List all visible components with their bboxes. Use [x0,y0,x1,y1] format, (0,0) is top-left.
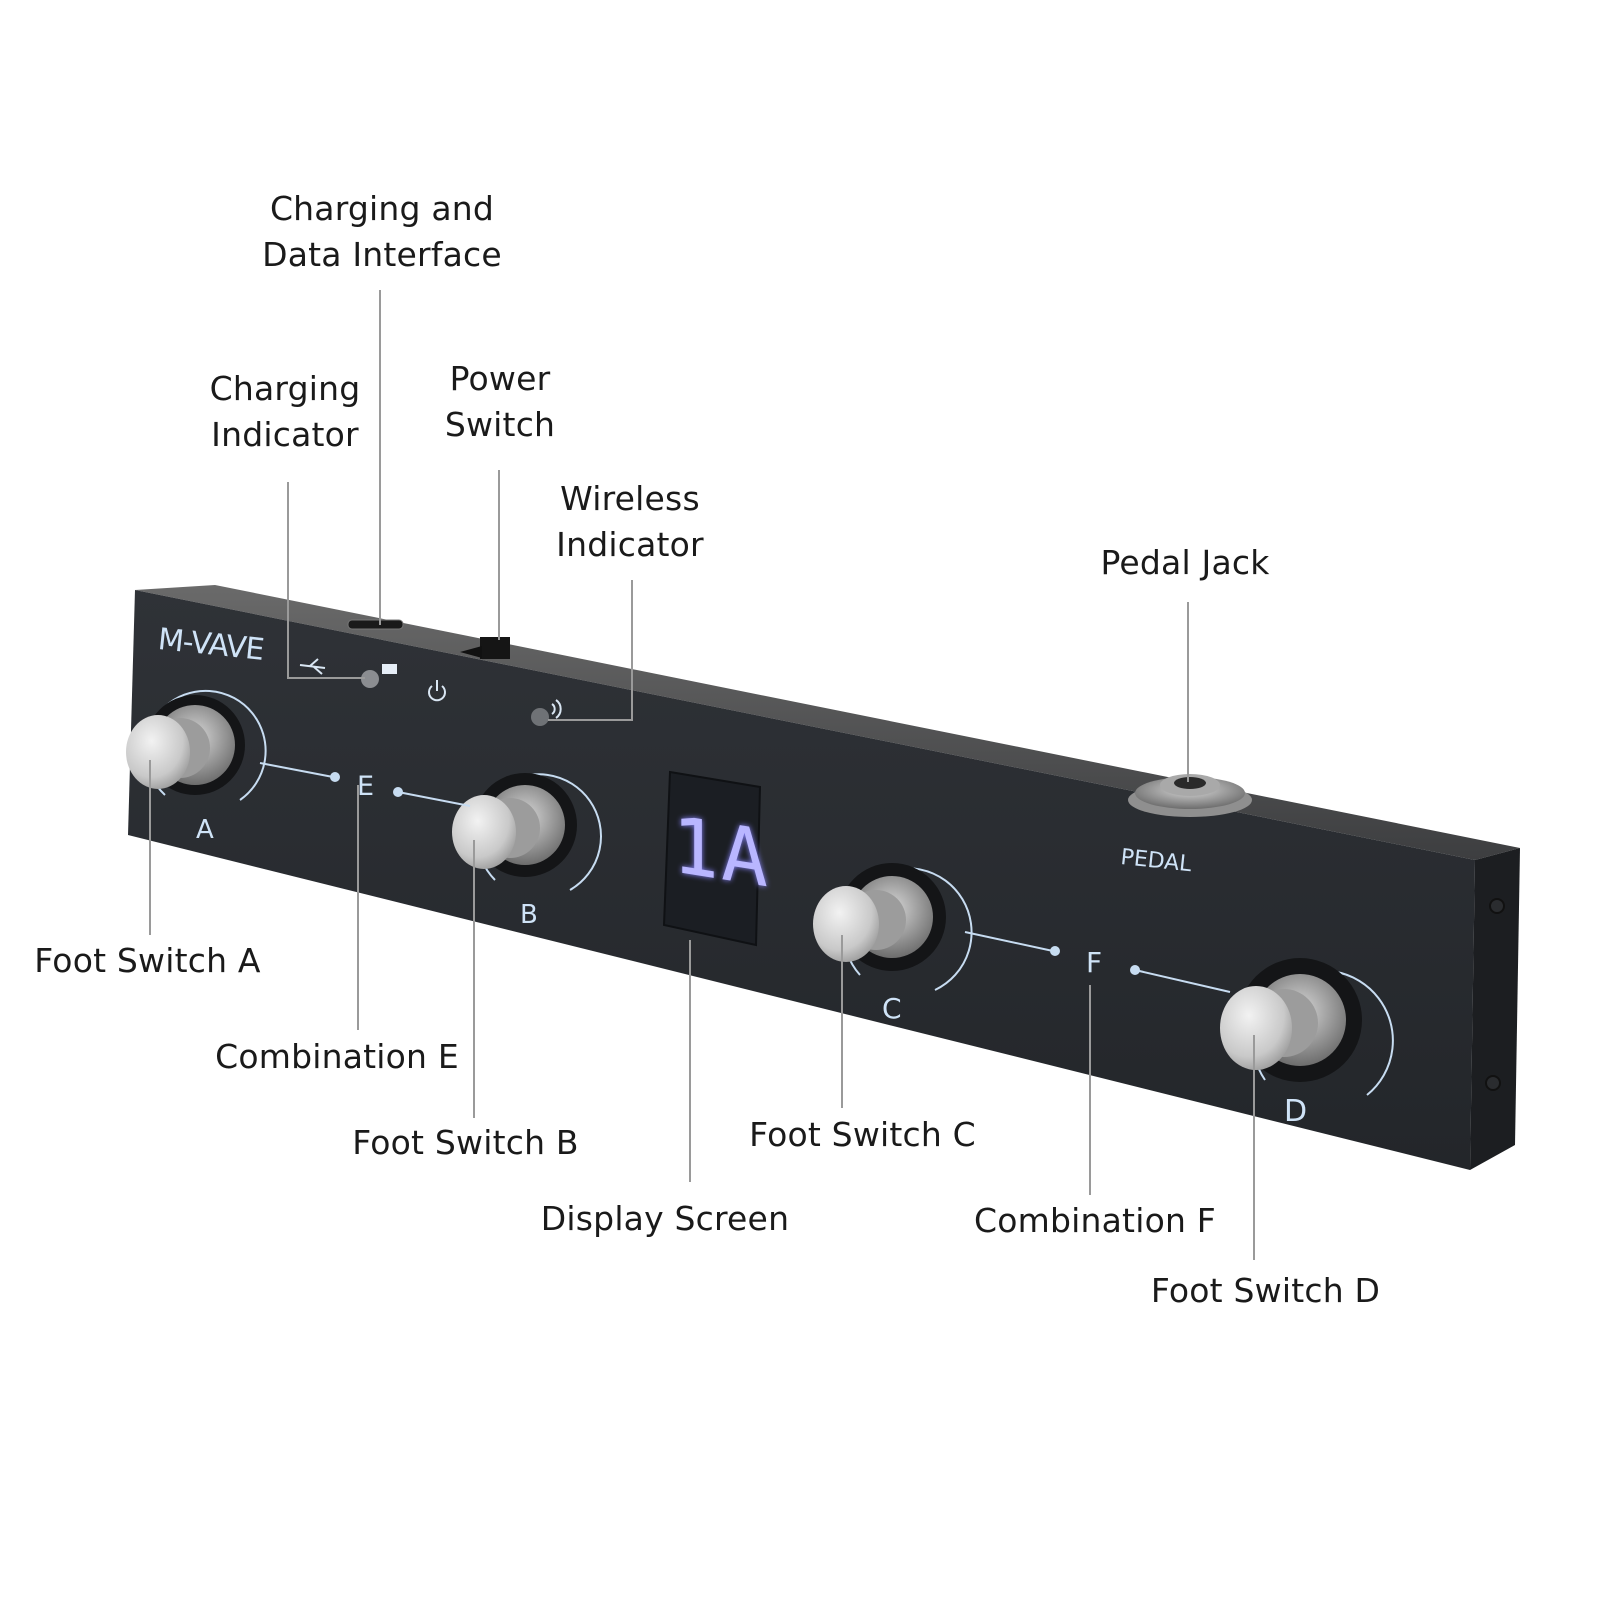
usb-c-port [347,619,404,630]
switch-label-a: A [196,815,214,845]
pedal-jack [1128,774,1252,817]
device-front-face [128,590,1475,1170]
foot-switch-b-graphic [452,773,602,891]
combo-label-f: F [1086,946,1103,979]
callout-wireless-indicator: Wireless Indicator [550,476,710,568]
callout-line: Indicator [556,525,704,564]
combo-label-e: E [357,771,375,802]
callout-combination-f: Combination F [974,1201,1216,1240]
foot-switch-d-graphic [1220,958,1394,1096]
wireless-icon [551,699,562,719]
callout-pedal-jack: Pedal Jack [1100,543,1270,582]
battery-icon [382,664,397,674]
callout-line: Switch [444,405,556,444]
wireless-led [531,708,549,726]
callout-line: Charging [209,369,361,408]
callout-display-screen: Display Screen [540,1199,790,1238]
power-icon [428,680,446,702]
callout-foot-switch-b: Foot Switch B [352,1123,579,1162]
callout-foot-switch-d: Foot Switch D [1150,1271,1381,1310]
callout-charging-indicator: Charging Indicator [200,366,370,458]
callout-line: Indicator [211,415,359,454]
switch-label-b: B [520,900,538,930]
callout-power-switch: Power Switch [430,356,570,448]
callout-foot-switch-a: Foot Switch A [34,941,261,980]
callout-line: Power [449,359,551,398]
callout-combination-e: Combination E [215,1037,459,1076]
foot-switch-a-graphic [126,689,267,801]
display-readout: 1A [672,800,770,906]
switch-label-c: C [882,992,902,1025]
power-switch [480,637,510,659]
switch-label-d: D [1284,1094,1308,1129]
display-screen [662,770,762,947]
device-side-face [1470,848,1520,1170]
callout-foot-switch-c: Foot Switch C [749,1115,976,1154]
foot-switch-c-graphic [813,863,973,991]
callout-line: Charging and [269,189,495,228]
callout-line: Data Interface [262,235,502,274]
charging-led [361,670,379,688]
callout-line: Wireless [560,479,700,518]
usb-icon [299,658,326,675]
callout-charging-data-interface: Charging and Data Interface [262,186,502,278]
